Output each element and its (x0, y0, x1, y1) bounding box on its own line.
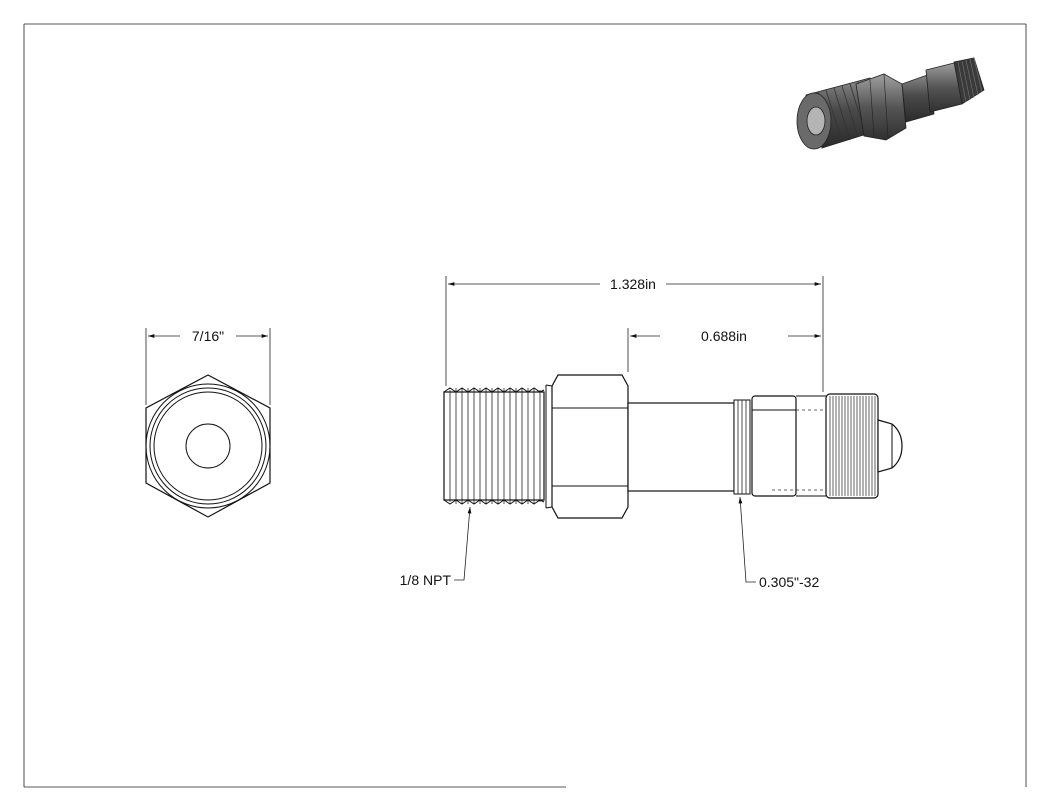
sheet-border (23, 23, 1027, 788)
end-view (145, 374, 271, 518)
hex-size-label: 7/16" (192, 328, 224, 344)
stem-length-label: 0.688in (701, 328, 747, 344)
overall-length-label: 1.328in (610, 276, 656, 292)
valve-thread-label: 0.305"-32 (759, 574, 819, 590)
valve-thread-callout: 0.305"-32 (738, 496, 819, 590)
pipe-thread-lines (449, 388, 541, 504)
side-view (443, 374, 903, 519)
valve-thread-lines (733, 399, 751, 495)
overall-length-dimension: 1.328in (445, 276, 824, 392)
stem-length-dimension: 0.688in (627, 328, 821, 372)
isometric-view (796, 57, 985, 150)
pipe-thread-label: 1/8 NPT (400, 572, 452, 588)
pipe-thread-callout: 1/8 NPT (400, 506, 472, 588)
knurl-lines (829, 396, 876, 496)
hex-dimension: 7/16" (145, 328, 271, 405)
